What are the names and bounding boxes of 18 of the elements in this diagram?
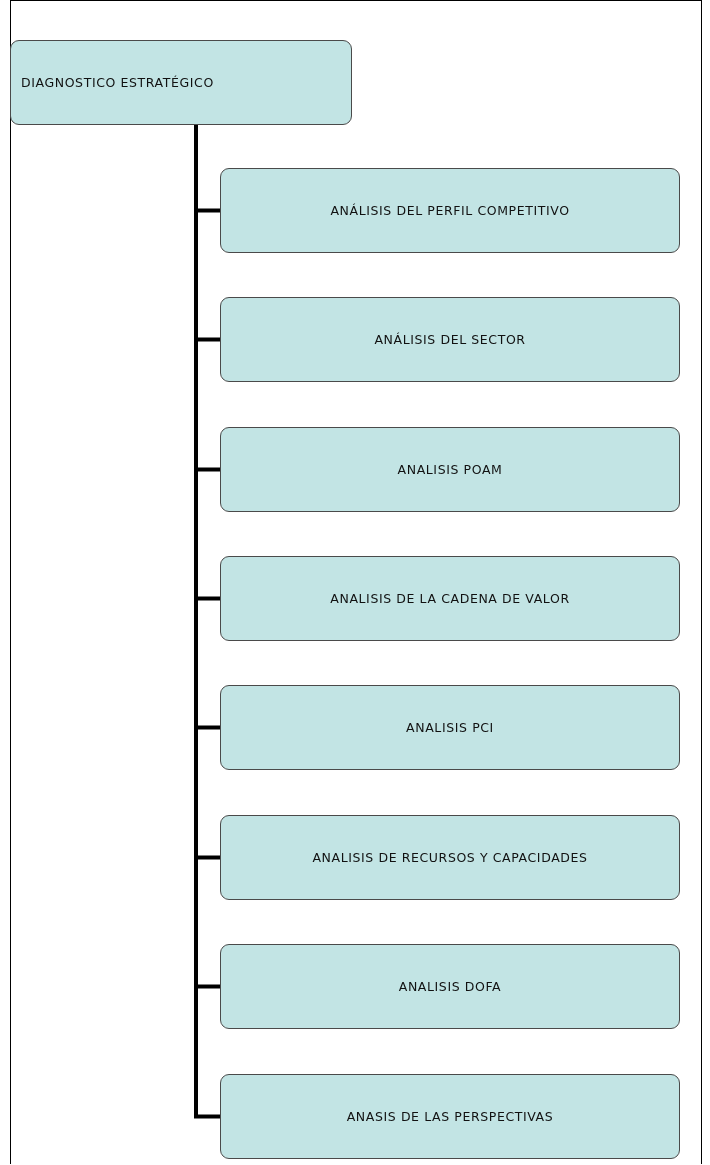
box-label: ANALISIS DE LA CADENA DE VALOR bbox=[330, 591, 570, 606]
box-label: ANALISIS POAM bbox=[397, 462, 503, 477]
process-box bbox=[220, 1074, 680, 1159]
box-label: ANALISIS DOFA bbox=[398, 979, 502, 994]
process-box bbox=[220, 297, 680, 382]
process-box bbox=[220, 427, 680, 512]
process-box bbox=[220, 556, 680, 641]
process-box bbox=[220, 815, 680, 900]
process-box bbox=[220, 944, 680, 1029]
box-label: ANALISIS DE RECURSOS Y CAPACIDADES bbox=[312, 850, 588, 865]
box-label: ANALISIS PCI bbox=[406, 720, 494, 735]
box-label: ANASIS DE LAS PERSPECTIVAS bbox=[346, 1109, 554, 1124]
box-label: ANÁLISIS DEL SECTOR bbox=[374, 332, 526, 347]
box-label: DIAGNOSTICO ESTRATÉGICO bbox=[21, 75, 214, 90]
process-box bbox=[220, 168, 680, 253]
box-label: ANÁLISIS DEL PERFIL COMPETITIVO bbox=[330, 203, 570, 218]
process-box bbox=[10, 40, 352, 125]
process-box bbox=[220, 685, 680, 770]
